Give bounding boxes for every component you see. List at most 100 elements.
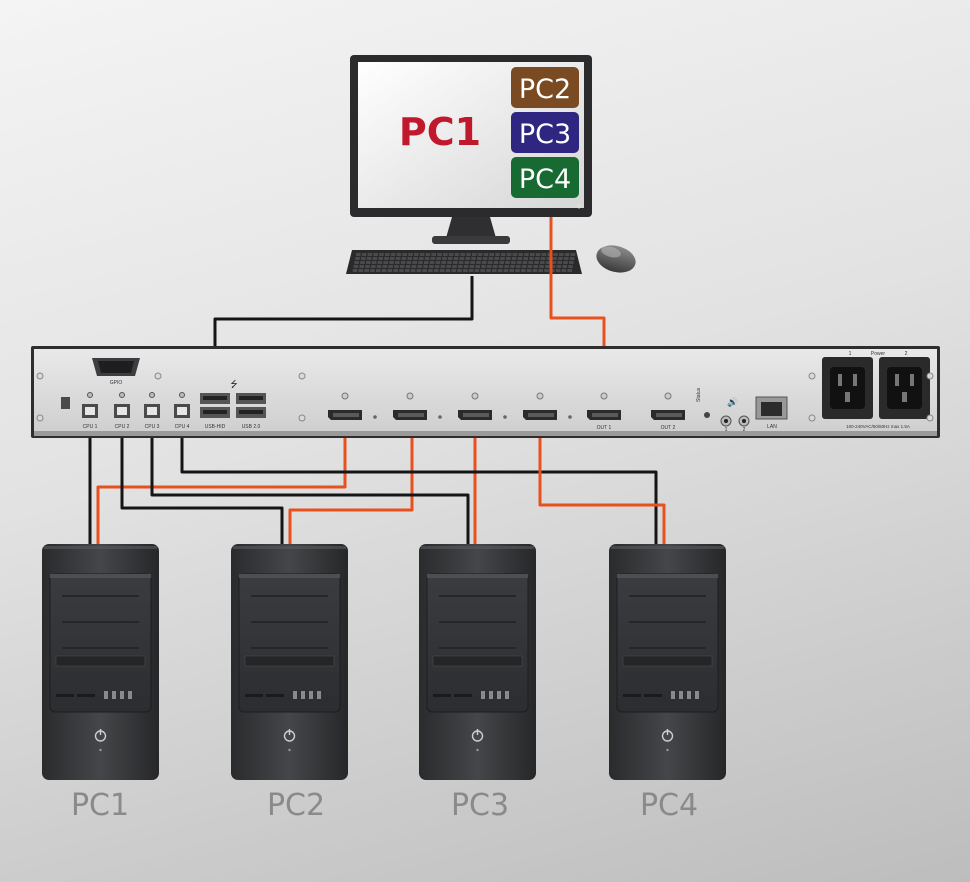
- key: [445, 269, 451, 272]
- key: [382, 265, 388, 268]
- key: [437, 253, 442, 256]
- key: [379, 253, 384, 256]
- key: [567, 269, 572, 272]
- cables: [88, 217, 666, 546]
- key: [405, 269, 410, 272]
- key: [488, 257, 494, 260]
- screw: [36, 414, 44, 422]
- power-label: Power: [871, 351, 886, 357]
- key: [494, 257, 499, 260]
- key: [460, 253, 465, 256]
- key: [512, 253, 518, 256]
- drive-bay: [432, 655, 523, 667]
- cpu-port-2: CPU 2: [114, 392, 130, 430]
- key: [504, 265, 509, 268]
- key: [564, 253, 570, 256]
- key: [510, 265, 515, 268]
- key: [516, 265, 521, 268]
- mouse: [596, 245, 636, 273]
- key: [413, 257, 418, 260]
- key: [458, 261, 464, 264]
- pc3-tower: [419, 544, 536, 780]
- key: [534, 261, 539, 264]
- screw: [298, 414, 306, 422]
- key: [487, 261, 493, 264]
- screw: [808, 372, 816, 380]
- key: [523, 257, 528, 260]
- key: [535, 257, 540, 260]
- key: [493, 261, 499, 264]
- key: [501, 253, 506, 256]
- key: [545, 265, 550, 268]
- key: [469, 265, 475, 268]
- key: [559, 253, 564, 256]
- pip-window-pc2-bg: [511, 67, 579, 108]
- key: [533, 265, 538, 268]
- drive-bay: [622, 655, 713, 667]
- key: [376, 265, 382, 268]
- video-cable-pc1: [96, 420, 347, 546]
- key: [569, 261, 574, 264]
- screw: [808, 414, 816, 422]
- key: [390, 253, 396, 256]
- pip-window-pc4-bg: [511, 157, 579, 198]
- key: [524, 253, 529, 256]
- key: [453, 261, 458, 264]
- key: [458, 265, 463, 268]
- key: [489, 253, 494, 256]
- power-2-label: 2: [905, 351, 908, 357]
- key: [568, 265, 573, 268]
- key: [539, 265, 544, 268]
- cpu-port-3: CPU 3: [144, 392, 160, 430]
- key: [417, 265, 422, 268]
- key: [394, 265, 399, 268]
- pip-window-pc3-label: PC3: [519, 119, 571, 150]
- key: [385, 253, 390, 256]
- pc1-label: PC1: [70, 788, 130, 823]
- screw: [298, 372, 306, 380]
- key: [364, 269, 369, 272]
- dp-output-1: OUT 1: [587, 392, 621, 431]
- gpio-label: GPIO: [110, 380, 123, 386]
- audio-jack-2-label: 2: [743, 427, 746, 433]
- key: [518, 253, 523, 256]
- dp-output-1-label: OUT 1: [597, 425, 612, 431]
- mini-usb-port: [61, 397, 70, 409]
- key: [480, 269, 485, 272]
- key: [532, 269, 538, 272]
- monitor: PC1 PC2 PC3 PC4: [350, 55, 592, 244]
- key: [424, 257, 430, 260]
- gpio-port: GPIO: [92, 358, 140, 386]
- key: [428, 269, 433, 272]
- key: [511, 257, 517, 260]
- key: [393, 269, 398, 272]
- cpu-port-4-label: CPU 4: [175, 424, 190, 430]
- key: [436, 257, 441, 260]
- key: [516, 261, 522, 264]
- key: [401, 257, 407, 260]
- key: [503, 269, 509, 272]
- key: [431, 253, 436, 256]
- video-cable-pc2: [288, 420, 414, 546]
- pc4-tower: [609, 544, 726, 780]
- key: [482, 261, 487, 264]
- key: [451, 269, 456, 272]
- status-led: Status: [696, 387, 710, 418]
- monitor-power-icon: [576, 203, 582, 209]
- key: [541, 253, 547, 256]
- key: [557, 261, 562, 264]
- key: [387, 269, 393, 272]
- key: [361, 257, 366, 260]
- pc1-tower: [42, 544, 159, 780]
- key: [457, 269, 462, 272]
- power-spec-label: 100-240VAC/50/60Hz max 1.5A: [846, 424, 910, 429]
- usb-cable-pc4: [180, 418, 658, 546]
- video-cable-pc4: [538, 420, 666, 546]
- pip-window-pc3: PC3: [511, 112, 579, 153]
- key: [538, 269, 543, 272]
- key: [371, 261, 377, 264]
- key: [414, 253, 419, 256]
